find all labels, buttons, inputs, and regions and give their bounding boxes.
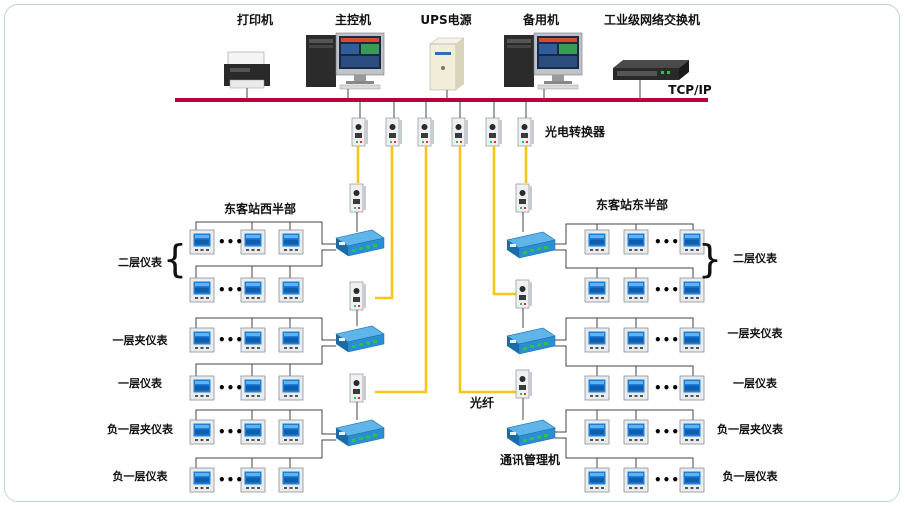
east-floor-label-5: 负一层仪表 [723,469,779,483]
network-switch-icon [613,60,689,80]
top-converter-4 [451,117,469,147]
svg-text:•••: ••• [218,381,244,395]
backup-pc-label: 备用机 [522,12,559,27]
west-floor-label-2: 一层夹仪表 [113,333,169,347]
east-section-title: 东客站东半部 [596,197,668,212]
west-converter-3 [349,373,367,403]
west-gateway-3 [335,419,385,447]
west-wiring [195,221,336,468]
east-converter-3 [515,369,533,399]
west-floor-label-1: 二层仪表 [118,255,163,269]
east-converter-1 [515,183,533,213]
west-gateway-1 [335,229,385,257]
converter-label: 光电转换器 [544,124,606,139]
east-converter-2 [515,279,533,309]
svg-text:•••: ••• [654,473,680,487]
main-pc-icon [305,32,385,90]
east-floor-label-4: 负一层夹仪表 [717,422,784,436]
east-floor-label-1: 二层仪表 [733,251,778,265]
svg-text:•••: ••• [654,283,680,297]
svg-text:•••: ••• [654,425,680,439]
east-gateway-3 [506,419,556,447]
east-floor-label-3: 一层仪表 [733,376,778,390]
west-floor-label-5: 负一层仪表 [113,469,169,483]
west-converter-2 [349,281,367,311]
west-brace: { [163,237,187,281]
svg-text:•••: ••• [218,235,244,249]
top-converter-5 [485,117,503,147]
ups-label: UPS电源 [420,12,471,27]
west-ellipsis: ••• ••• ••• ••• ••• ••• [218,235,244,487]
ups-icon [429,37,465,91]
east-gateway-2 [506,327,556,355]
svg-text:•••: ••• [218,283,244,297]
svg-text:•••: ••• [654,235,680,249]
main-pc-label: 主控机 [335,12,371,27]
svg-text:•••: ••• [654,381,680,395]
west-floor-label-3: 一层仪表 [118,376,163,390]
top-converter-6 [517,117,535,147]
svg-text:•••: ••• [218,425,244,439]
printer-icon [224,51,270,89]
top-converter-2 [385,117,403,147]
fiber-lines [356,146,528,394]
east-meters [584,229,705,493]
east-wiring [555,223,694,468]
west-floor-label-4: 负一层夹仪表 [107,422,174,436]
east-gateway-1 [506,231,556,259]
west-meters [189,229,304,493]
comm-manager-label: 通讯管理机 [500,452,560,467]
west-converter-1 [349,183,367,213]
east-ellipsis: ••• ••• ••• ••• ••• ••• [654,235,680,487]
west-section-title: 东客站西半部 [224,201,296,216]
fiber-label: 光纤 [469,395,494,410]
east-brace: } [698,237,722,281]
top-converter-1 [351,117,369,147]
switch-label: 工业级网络交换机 [604,12,700,27]
west-gateway-2 [335,325,385,353]
top-converter-3 [417,117,435,147]
tcpip-label: TCP/IP [668,83,712,97]
svg-text:•••: ••• [218,333,244,347]
svg-text:•••: ••• [218,473,244,487]
backup-pc-icon [503,32,583,90]
east-floor-label-2: 一层夹仪表 [728,326,784,340]
svg-text:•••: ••• [654,333,680,347]
printer-label: 打印机 [237,12,273,27]
